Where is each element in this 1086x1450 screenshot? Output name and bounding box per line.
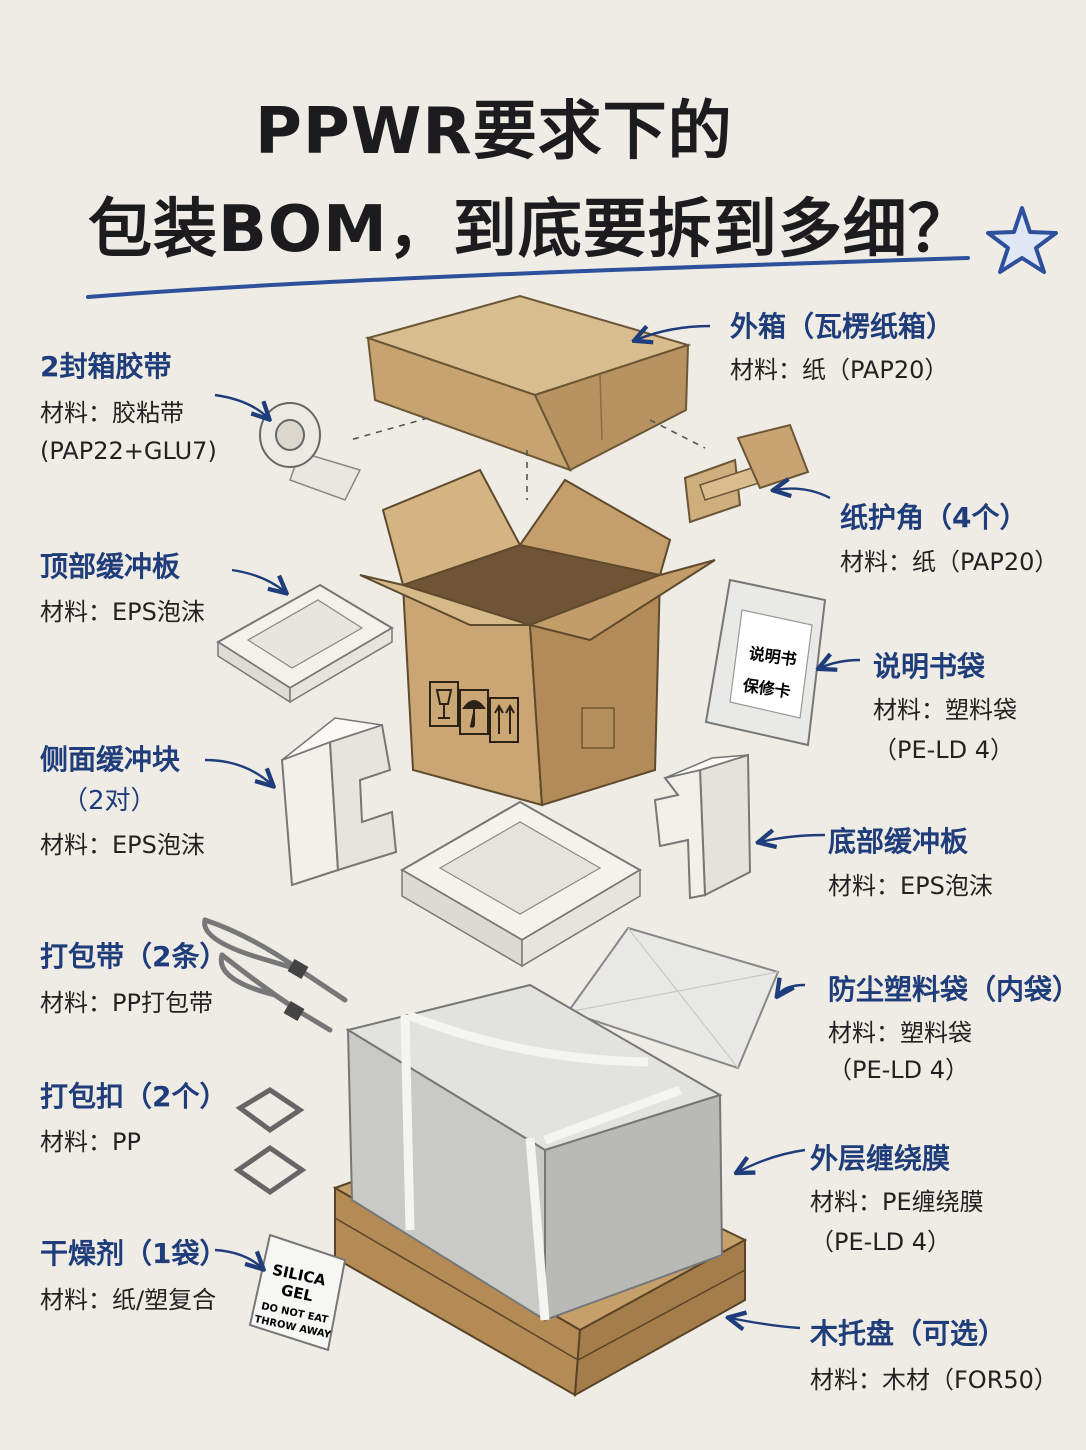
bottom-cushion-board xyxy=(400,800,642,968)
desiccant-name: 干燥剂（1袋） xyxy=(40,1237,228,1270)
stretch-film-name: 外层缠绕膜 xyxy=(810,1142,951,1175)
umbrella-icon xyxy=(459,689,489,735)
corners-material: 材料：纸（PAP20） xyxy=(840,548,1059,576)
tape-code: (PAP22+GLU7) xyxy=(40,437,217,465)
title-underline xyxy=(86,256,970,299)
arrow-icon xyxy=(204,324,861,1328)
manual-bag-code: （PE-LD 4） xyxy=(873,736,1015,764)
paper-corner-protector xyxy=(683,423,810,524)
dust-bag-material: 材料：塑料袋 xyxy=(828,1019,972,1047)
straps-name: 打包带（2条） xyxy=(40,940,228,973)
buckles-material: 材料：PP xyxy=(40,1128,141,1156)
title-line-1: PPWR要求下的 xyxy=(255,95,733,169)
side-blocks-name: 侧面缓冲块 xyxy=(40,743,181,776)
bottom-cushion-name: 底部缓冲板 xyxy=(828,825,969,858)
star-icon xyxy=(986,206,1058,274)
this-way-up-icon xyxy=(489,697,519,743)
straps-material: 材料：PP打包带 xyxy=(40,989,213,1017)
desiccant-material: 材料：纸/塑复合 xyxy=(40,1286,217,1314)
dust-bag xyxy=(566,926,780,1070)
tape-roll xyxy=(259,402,362,501)
corners-name: 纸护角（4个） xyxy=(840,501,1028,534)
pallet-material: 材料：木材（FOR50） xyxy=(810,1366,1058,1394)
stretch-film-material: 材料：PE缠绕膜 xyxy=(810,1188,984,1216)
top-cushion-board xyxy=(216,583,394,704)
bottom-cushion-material: 材料：EPS泡沫 xyxy=(828,872,993,900)
outer-box-material: 材料：纸（PAP20） xyxy=(730,356,949,384)
tape-material: 材料：胶粘带 xyxy=(40,399,184,427)
manual-bag-name: 说明书袋 xyxy=(873,650,986,683)
manual-bag-material: 材料：塑料袋 xyxy=(873,696,1017,724)
side-cushion-block-left xyxy=(280,717,398,887)
dust-bag-name: 防尘塑料袋（内袋） xyxy=(828,973,1081,1006)
side-cushion-block-right xyxy=(653,753,752,900)
tape-name: 2封箱胶带 xyxy=(40,350,172,383)
buckle xyxy=(233,1087,307,1196)
stretch-wrapped-load xyxy=(345,983,724,1322)
buckles-name: 打包扣（2个） xyxy=(40,1080,228,1113)
stretch-film-code: （PE-LD 4） xyxy=(810,1228,952,1256)
top-cushion-name: 顶部缓冲板 xyxy=(40,550,181,583)
fragile-icon xyxy=(429,681,459,727)
side-blocks-qty: （2对） xyxy=(62,786,157,816)
desiccant-packet xyxy=(248,1233,347,1352)
top-cushion-material: 材料：EPS泡沫 xyxy=(40,598,205,626)
side-blocks-material: 材料：EPS泡沫 xyxy=(40,831,205,859)
outer-box-name: 外箱（瓦楞纸箱） xyxy=(730,310,955,343)
dust-bag-code: （PE-LD 4） xyxy=(828,1056,970,1084)
title-line-2: 包装BOM，到底要拆到多细？ xyxy=(88,193,973,267)
outer-box-lid xyxy=(364,294,692,472)
manual-bag xyxy=(704,578,827,747)
pallet-name: 木托盘（可选） xyxy=(810,1317,1007,1350)
open-box xyxy=(359,468,716,807)
